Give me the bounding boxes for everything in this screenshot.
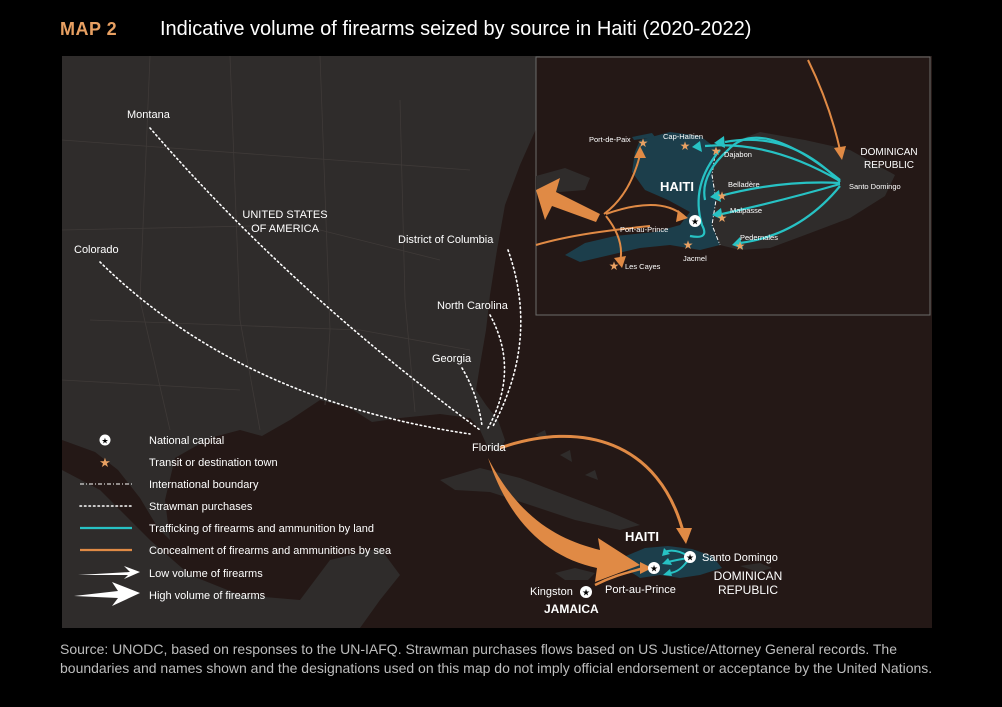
inset-santo-domingo-label: Santo Domingo	[849, 182, 901, 191]
port-de-paix-star-icon: ★	[638, 136, 649, 150]
inset-high-volume-arrow	[536, 178, 600, 222]
colorado-flow	[99, 261, 471, 435]
north-carolina-flow	[487, 314, 506, 429]
usa-label-line1: UNITED STATES	[242, 209, 327, 221]
capital-star-glyph: ★	[101, 437, 108, 446]
map-title: Indicative volume of firearms seized by …	[160, 18, 752, 40]
haiti-label: HAITI	[625, 529, 659, 544]
jamaica-landmass	[555, 568, 595, 580]
yucatan-landmass	[300, 548, 400, 628]
map-header: MAP 2 Indicative volume of firearms seiz…	[60, 18, 751, 48]
legend-label-high-volume: High volume of firearms	[149, 590, 266, 602]
land-flow-arrowheads	[662, 548, 672, 576]
legend: ★ ★ National capital Transit or destinat…	[74, 434, 392, 606]
pedernales-star-icon: ★	[735, 239, 746, 253]
legend-label-capital: National capital	[149, 435, 224, 447]
georgia-flow	[461, 367, 483, 427]
legend-label-low-volume: Low volume of firearms	[149, 568, 263, 580]
georgia-label: Georgia	[432, 353, 472, 365]
montana-label: Montana	[127, 109, 171, 121]
port-au-prince-label: Port-au-Prince	[605, 584, 676, 596]
inset-map: ★ ★ ★ ★ ★ ★ ★ ★ ★ Port-de-Paix Cap-Haïti…	[535, 56, 931, 316]
montana-flow	[149, 127, 481, 431]
bahamas-islands	[535, 430, 598, 480]
capital-star-glyph: ★	[650, 564, 658, 574]
inset-haiti-landmass	[565, 132, 720, 262]
dajabon-label: Dajabon	[724, 150, 752, 159]
santo-domingo-capital-icon	[684, 551, 696, 563]
inset-dr-landmass	[712, 132, 895, 250]
port-au-prince-capital-icon	[648, 562, 660, 574]
source-note: Source: UNODC, based on responses to the…	[60, 641, 933, 676]
colorado-label: Colorado	[74, 244, 119, 256]
legend-label-land-trafficking: Trafficking of firearms and ammunition b…	[149, 523, 374, 535]
port-de-paix-label: Port-de-Paix	[589, 135, 631, 144]
dominican-republic-label-line2: REPUBLIC	[718, 583, 778, 597]
dominican-republic-label-line1: DOMINICAN	[714, 569, 783, 583]
state-boundaries	[62, 56, 471, 431]
jacmel-label: Jacmel	[683, 254, 707, 263]
cap-haitien-label: Cap-Haïtien	[663, 132, 703, 141]
thick-arrow-icon	[74, 582, 140, 606]
north-haiti-arrowhead	[676, 528, 692, 544]
inset-port-au-prince-label: Port-au-Prince	[620, 225, 668, 234]
thin-arrow-icon	[78, 566, 140, 579]
jamaica-label: JAMAICA	[544, 602, 599, 616]
dc-flow	[491, 249, 522, 429]
map-number: MAP 2	[60, 19, 118, 39]
belladere-label: Belladère	[728, 180, 760, 189]
inset-haiti-label: HAITI	[660, 179, 694, 194]
legend-label-sea-concealment: Concealment of firearms and ammunitions …	[149, 545, 392, 557]
les-cayes-star-icon: ★	[609, 259, 620, 273]
inset-port-au-prince-capital-icon	[689, 215, 701, 227]
florida-north-haiti-flow	[499, 434, 686, 536]
inset-land-flows	[689, 136, 841, 245]
jamaica-haiti-arrowhead	[640, 562, 652, 574]
santo-domingo-label: Santo Domingo	[702, 552, 778, 564]
pedernales-label: Pedernales	[740, 233, 778, 242]
inset-dr-label-line2: REPUBLIC	[864, 160, 914, 171]
north-america-landmass	[62, 56, 540, 540]
capital-star-glyph: ★	[691, 217, 699, 227]
malpasse-star-icon: ★	[717, 211, 728, 225]
kingston-label: Kingston	[530, 586, 573, 598]
dc-label: District of Columbia	[398, 234, 494, 246]
inset-tortuga-island	[632, 133, 655, 140]
star-icon: ★	[99, 455, 111, 470]
inset-dr-label-line1: DOMINICAN	[860, 147, 917, 158]
inset-low-volume-flow-south	[535, 225, 651, 246]
jacmel-star-icon: ★	[683, 238, 694, 252]
malpasse-label: Malpasse	[730, 206, 762, 215]
legend-label-strawman: Strawman purchases	[149, 501, 253, 513]
capital-icons-main: ★ ★ ★	[580, 551, 696, 598]
north-carolina-label: North Carolina	[437, 300, 509, 312]
inset-town-stars: ★ ★ ★ ★ ★ ★ ★ ★	[609, 136, 746, 273]
usa-label-line2: OF AMERICA	[251, 223, 320, 235]
cap-haitien-star-icon: ★	[680, 139, 691, 153]
puerto-rico-landmass	[740, 563, 772, 572]
strawman-flows	[99, 127, 522, 435]
florida-haiti-flow	[488, 458, 640, 582]
legend-label-boundary: International boundary	[149, 479, 259, 491]
legend-label-town: Transit or destination town	[149, 457, 278, 469]
cuba-landmass	[440, 468, 640, 530]
inset-sea-arrowheads	[614, 146, 846, 268]
capital-icon	[99, 434, 111, 446]
belladere-star-icon: ★	[717, 189, 728, 203]
les-cayes-label: Les Cayes	[625, 262, 661, 271]
capital-star-glyph: ★	[686, 553, 694, 563]
kingston-capital-icon	[580, 586, 592, 598]
mexico-landmass	[62, 470, 360, 628]
inset-land-arrowheads	[692, 136, 743, 249]
capital-star-glyph: ★	[582, 588, 590, 598]
dajabon-star-icon: ★	[711, 144, 722, 158]
florida-label: Florida	[472, 442, 507, 454]
